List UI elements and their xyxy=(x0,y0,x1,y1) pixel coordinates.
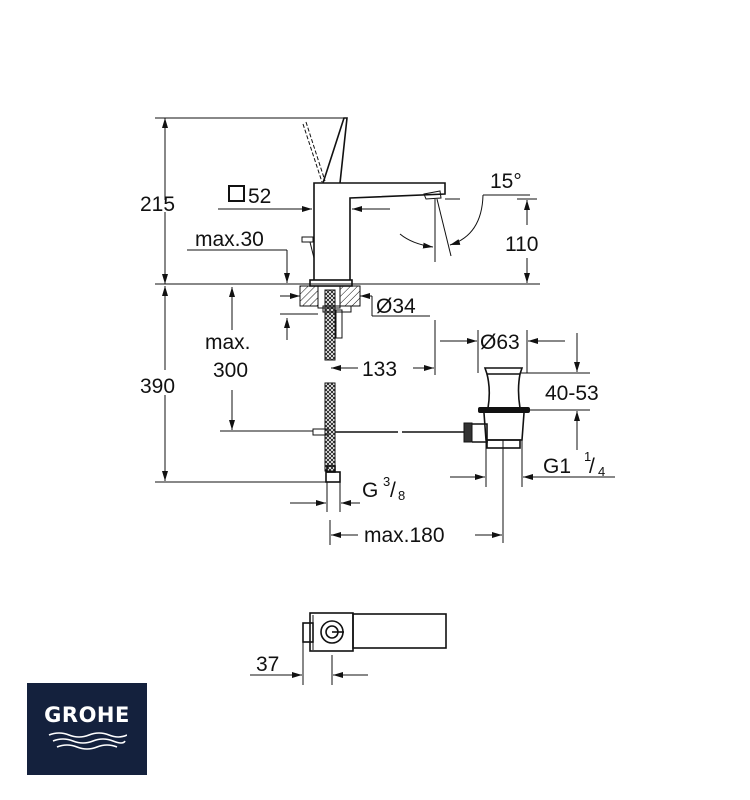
fraction-slash: / xyxy=(390,479,396,502)
dim-max180-label: max.180 xyxy=(364,524,445,547)
dim-max30-label: max.30 xyxy=(195,228,264,251)
dimension-hose-thread: G 3 / 8 xyxy=(290,474,405,512)
dim-g1-denominator: 4 xyxy=(598,464,605,479)
dimension-square-52: 52 xyxy=(218,185,390,212)
dim-g38-denominator: 8 xyxy=(398,488,405,503)
dim-40-53-label: 40-53 xyxy=(545,382,599,405)
waves-icon xyxy=(48,732,127,750)
dim-angle-label: 15° xyxy=(490,170,522,193)
faucet-top-view xyxy=(302,612,447,652)
faucet-side-view xyxy=(299,117,446,483)
grohe-logo: GROHE xyxy=(27,683,147,775)
dim-g1-label: G1 xyxy=(543,455,571,478)
dim-g1-numerator: 1 xyxy=(584,449,591,464)
dimension-37: 37 xyxy=(250,642,368,685)
dim-37-label: 37 xyxy=(256,653,279,676)
dimension-max180: max.180 xyxy=(329,440,504,547)
dimension-390: 390 xyxy=(140,286,175,481)
dim-390-label: 390 xyxy=(140,375,175,398)
dimension-215: 215 xyxy=(140,118,175,284)
dim-63-label: Ø63 xyxy=(480,331,520,354)
dim-52-label: 52 xyxy=(248,185,271,208)
dimension-waste-thread: G1 1 / 4 xyxy=(450,440,615,487)
dim-g38-numerator: 3 xyxy=(383,474,390,489)
dimension-angle-15: 15° xyxy=(399,170,530,262)
logo-wordmark: GROHE xyxy=(44,703,130,727)
dim-g38-label: G xyxy=(362,479,378,502)
dim-max-label: max. xyxy=(205,331,251,354)
dimension-max300: max. 300 xyxy=(205,287,313,432)
dimension-110: 110 xyxy=(445,198,538,283)
fraction-slash: / xyxy=(589,455,595,478)
dimension-hole-34: Ø34 xyxy=(280,293,430,318)
reference-lines xyxy=(155,117,540,483)
dimension-133: 133 xyxy=(331,320,436,381)
dim-215-label: 215 xyxy=(140,193,175,216)
dimension-waste-40-53: 40-53 xyxy=(520,333,599,450)
dimension-waste-63: Ø63 xyxy=(440,330,565,373)
dim-34-label: Ø34 xyxy=(376,295,416,318)
dim-110-label: 110 xyxy=(505,233,538,256)
square-icon xyxy=(228,185,245,202)
dim-133-label: 133 xyxy=(362,358,397,381)
dim-300-label: 300 xyxy=(213,359,248,382)
